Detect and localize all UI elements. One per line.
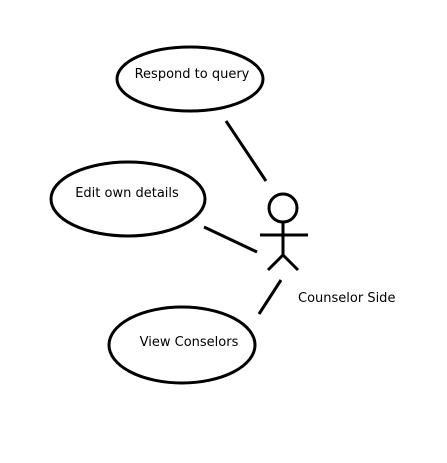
use-case-label: Edit own details xyxy=(75,186,179,201)
association-line-view xyxy=(257,279,283,315)
use-case-respond-to-query: Respond to query xyxy=(115,45,265,113)
actor-right-leg xyxy=(281,253,300,272)
use-case-view-conselors: View Conselors xyxy=(107,305,257,385)
use-case-label: View Conselors xyxy=(140,335,239,350)
stick-figure-actor-icon xyxy=(260,192,308,272)
association-line-respond xyxy=(224,120,268,182)
association-line-edit xyxy=(203,225,258,254)
use-case-ellipse xyxy=(49,160,207,238)
use-case-ellipse xyxy=(115,45,265,113)
use-case-label: Respond to query xyxy=(135,67,250,82)
actor-head xyxy=(267,192,299,224)
use-case-edit-own-details: Edit own details xyxy=(49,160,207,238)
actor-label: Counselor Side xyxy=(298,291,395,306)
actor-left-leg xyxy=(266,253,285,272)
use-case-ellipse xyxy=(107,305,257,385)
